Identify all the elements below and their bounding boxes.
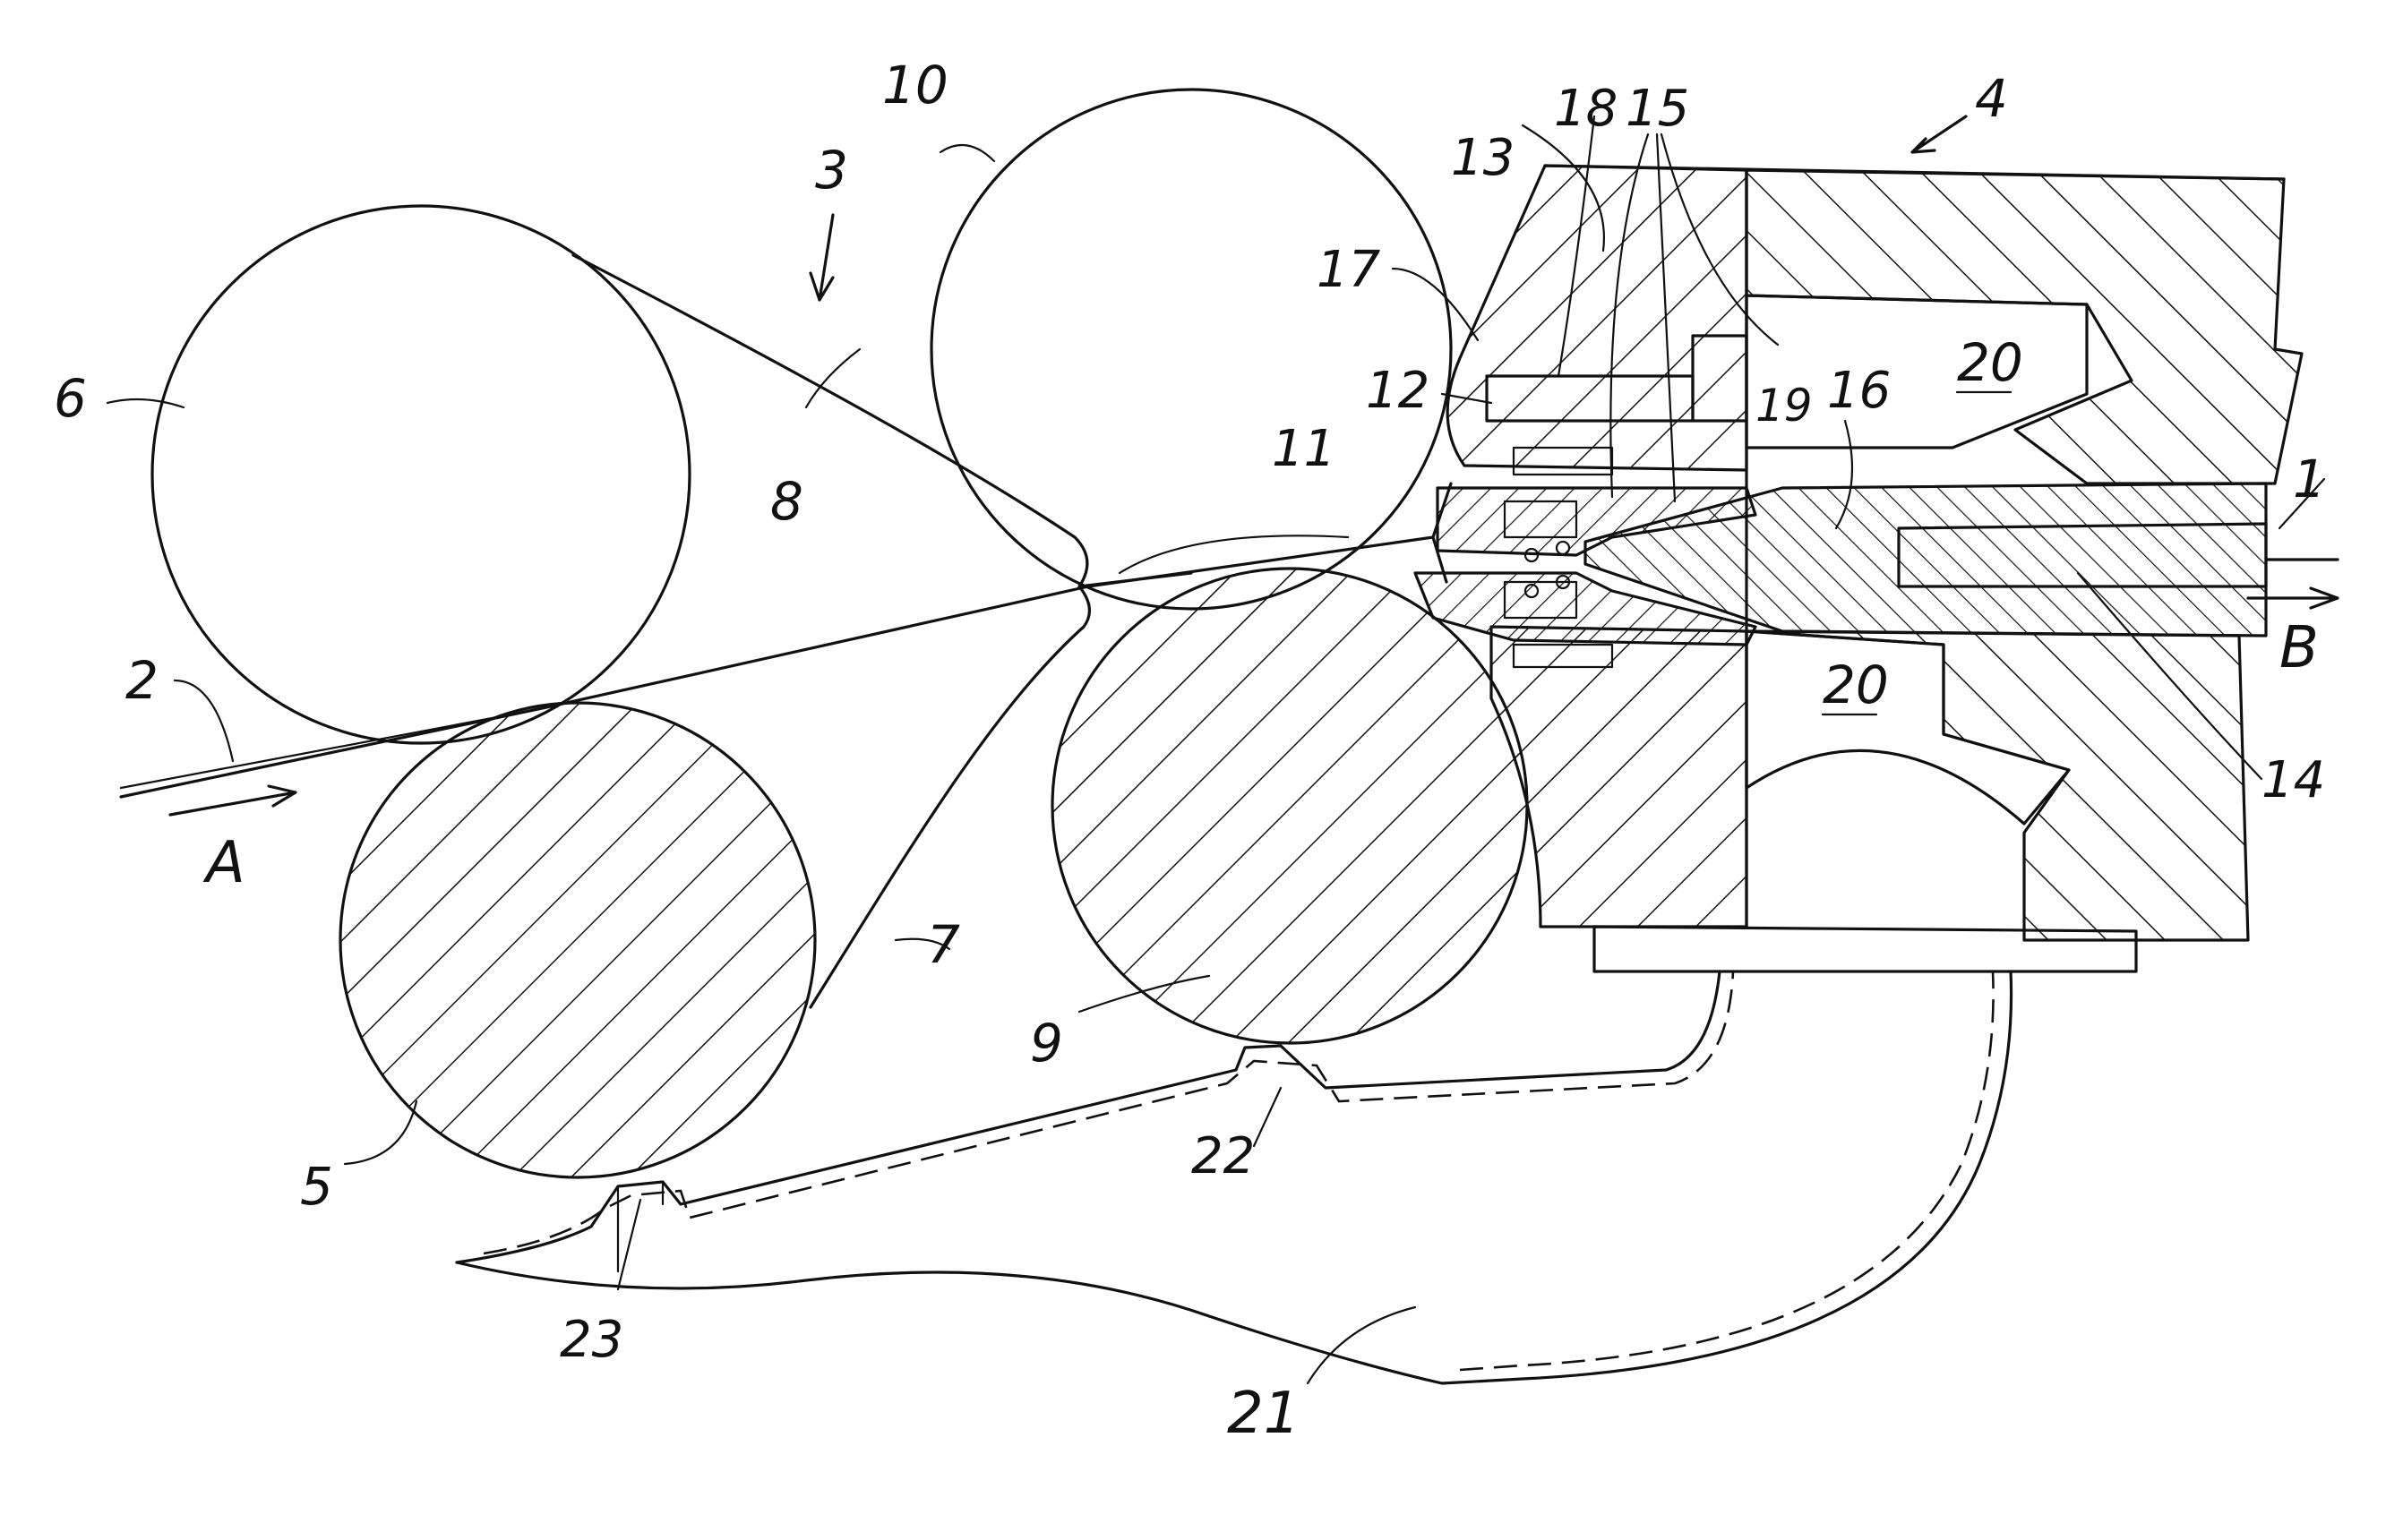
roller-10 (931, 90, 1451, 609)
label-16: 16 (1827, 362, 1891, 420)
label-8: 8 (770, 471, 803, 532)
label-A: A (202, 830, 245, 896)
label-9: 9 (1030, 1013, 1063, 1074)
label-17: 17 (1317, 241, 1381, 299)
label-7: 7 (927, 914, 960, 975)
extrusion-head-4 (1415, 166, 2302, 971)
label-21: 21 (1227, 1381, 1300, 1447)
label-2: 2 (125, 650, 159, 711)
roller-5 (340, 703, 815, 1177)
label-13: 13 (1451, 129, 1515, 187)
label-19: 19 (1755, 380, 1813, 432)
arrow-A-icon (170, 786, 296, 815)
arrow-4-icon (1912, 116, 1966, 152)
label-10: 10 (882, 55, 948, 116)
label-22: 22 (1191, 1127, 1255, 1185)
label-20-lower: 20 (1823, 654, 1889, 715)
label-3: 3 (815, 140, 848, 201)
label-20-upper: 20 (1957, 332, 2023, 393)
label-6: 6 (54, 368, 87, 429)
belt-8 (573, 255, 1191, 586)
label-11: 11 (1272, 420, 1335, 478)
label-B: B (2279, 615, 2319, 681)
label-4: 4 (1975, 68, 2008, 129)
label-23: 23 (560, 1311, 623, 1369)
label-1: 1 (2293, 449, 2326, 509)
label-12: 12 (1366, 362, 1429, 420)
label-18: 18 (1554, 80, 1618, 138)
label-14: 14 (2261, 751, 2325, 809)
label-5: 5 (300, 1156, 333, 1217)
label-15: 15 (1626, 80, 1689, 138)
roller-9 (1052, 569, 1527, 1043)
arrow-3-icon (811, 215, 833, 300)
roller-6 (152, 206, 690, 743)
